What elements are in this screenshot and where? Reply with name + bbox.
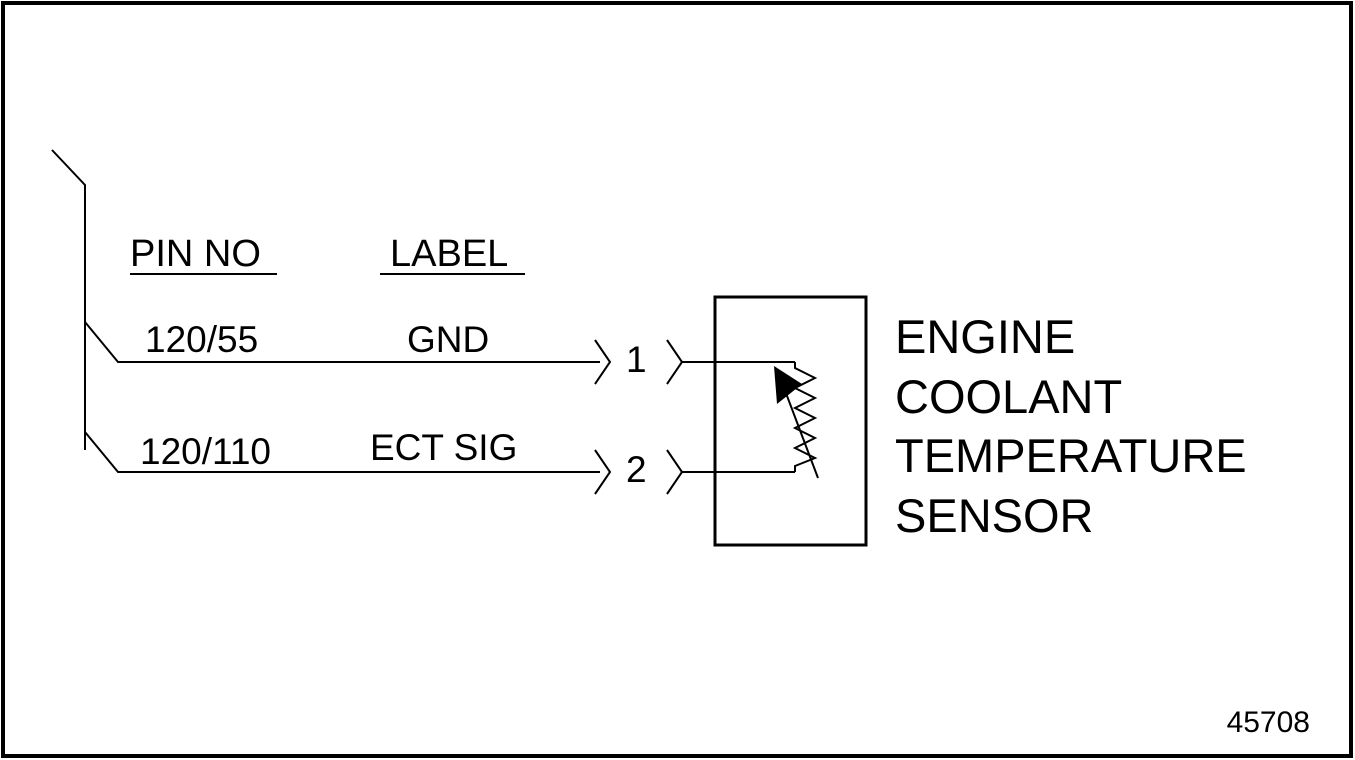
component-title-line: ENGINE (895, 310, 1075, 363)
harness-trunk (51, 149, 600, 473)
variable-resistor-icon (774, 362, 819, 479)
wire-pin-no: 120/110 (140, 431, 271, 472)
component-title-line: TEMPERATURE (895, 429, 1247, 482)
connector-female-chevron (666, 449, 684, 495)
connector-pin-number: 1 (626, 339, 647, 380)
connector-pin-1: 1 (594, 339, 795, 385)
wire-pin-no: 120/55 (145, 319, 258, 360)
figure-number: 45708 (1227, 706, 1310, 739)
component-title-line: SENSOR (895, 489, 1094, 542)
connector-pin-number: 2 (626, 449, 647, 490)
label-header: LABEL (390, 233, 508, 275)
connector-female-chevron (666, 339, 684, 385)
connector-male-chevron (594, 339, 612, 385)
wire-label: GND (407, 319, 489, 360)
component-title-line: COOLANT (895, 370, 1122, 423)
wire-row: 120/55 GND (145, 319, 489, 360)
connector-pin-2: 2 (594, 449, 795, 495)
connector-male-chevron (594, 449, 612, 495)
wire-label: ECT SIG (370, 427, 517, 468)
sensor-box (713, 295, 868, 547)
pin-no-header: PIN NO (130, 233, 261, 275)
wire-row: 120/110 ECT SIG (140, 427, 517, 472)
